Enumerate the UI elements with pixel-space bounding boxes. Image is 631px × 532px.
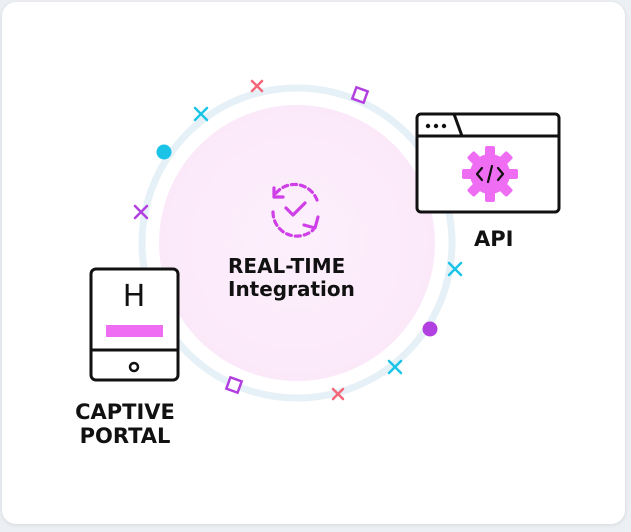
dot-icon: [156, 144, 172, 160]
api-label: API: [474, 227, 514, 251]
sync-check-icon: [271, 182, 320, 238]
hub-glow: [159, 105, 435, 381]
cross-icon: [447, 261, 463, 277]
dot-icon: [422, 321, 438, 337]
diamond-icon: [224, 375, 244, 395]
cross-icon: [133, 204, 149, 220]
hub-label: REAL-TIME Integration: [228, 254, 355, 301]
cross-icon: [250, 79, 264, 93]
tablet-icon: [89, 267, 180, 382]
cross-icon: [331, 387, 345, 401]
code-gear-icon: [462, 146, 518, 202]
tablet-screen-letter: H: [123, 279, 146, 314]
diamond-icon: [350, 85, 370, 105]
captive-portal-label: CAPTIVE PORTAL: [75, 400, 175, 449]
orbit-ring: [138, 84, 456, 402]
cross-icon: [193, 106, 209, 122]
cross-icon: [387, 359, 403, 375]
